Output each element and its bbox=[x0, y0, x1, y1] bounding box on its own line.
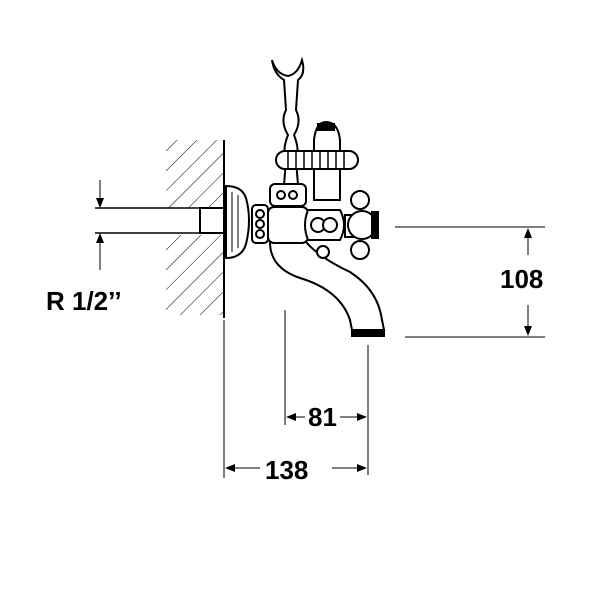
wall-section bbox=[166, 140, 225, 318]
thread-size-label: R 1/2’’ bbox=[46, 286, 122, 316]
faucet-body bbox=[225, 56, 386, 337]
dimension-lines bbox=[223, 226, 545, 478]
supply-pipe bbox=[95, 207, 225, 234]
total-projection-dimension-label: 138 bbox=[265, 455, 309, 485]
spout-reach-dimension-label: 81 bbox=[308, 402, 337, 432]
height-dimension-label: 108 bbox=[500, 264, 544, 294]
